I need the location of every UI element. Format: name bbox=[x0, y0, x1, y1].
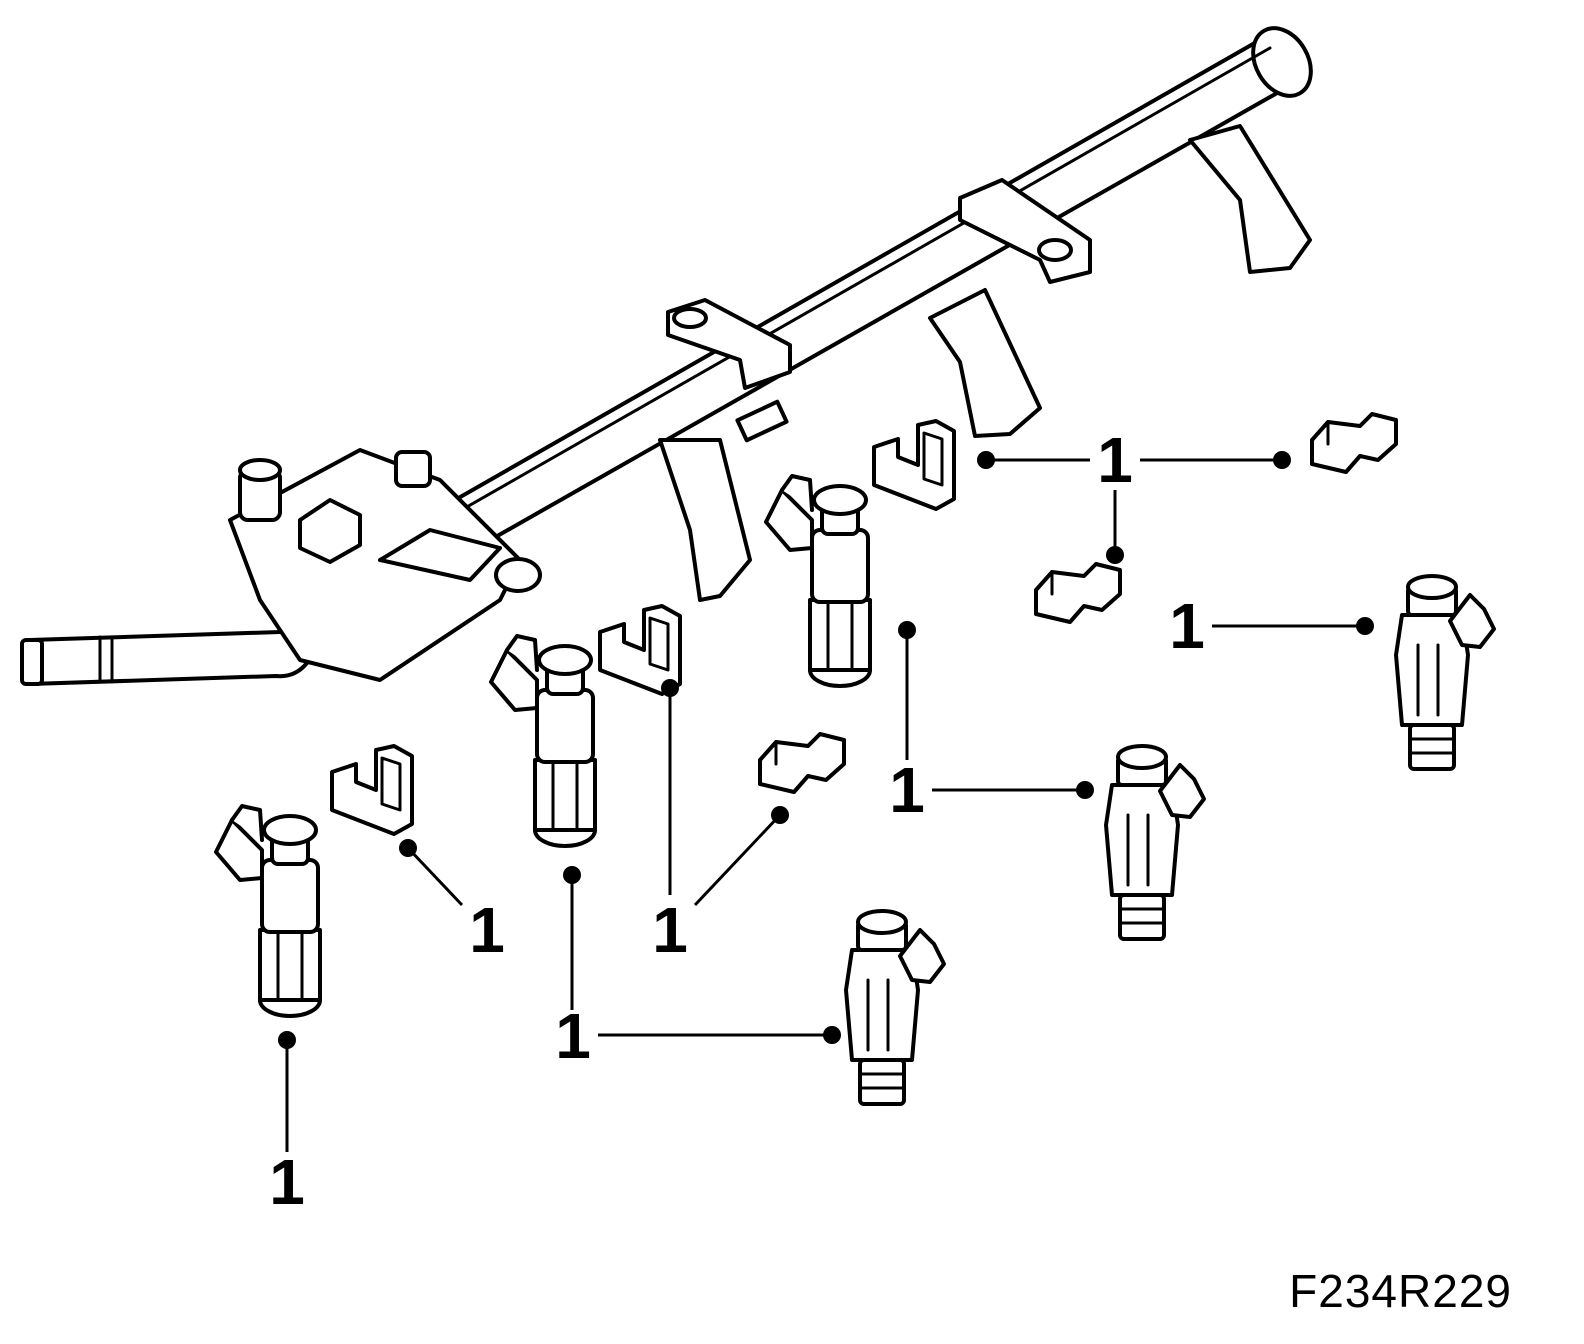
callout-label: 1 bbox=[555, 1000, 591, 1072]
fuel-injector bbox=[844, 909, 946, 1106]
figure-code: F234R229 bbox=[1289, 1265, 1512, 1317]
leader-lines bbox=[278, 451, 1374, 1152]
callout-label: 1 bbox=[1097, 424, 1133, 496]
fuel-injector bbox=[1104, 744, 1206, 941]
fuel-injector bbox=[1394, 574, 1496, 771]
callout-label: 1 bbox=[1169, 590, 1205, 662]
injector-boss bbox=[658, 124, 1312, 602]
retaining-clip bbox=[1310, 412, 1398, 474]
retaining-clip bbox=[330, 744, 414, 836]
fuel-injector bbox=[214, 804, 322, 1018]
retaining-clip bbox=[1034, 562, 1122, 624]
callout-label: 1 bbox=[652, 894, 688, 966]
callout-label: 1 bbox=[269, 1146, 305, 1218]
fuel-rail bbox=[418, 26, 1313, 562]
callout-label: 1 bbox=[469, 894, 505, 966]
mounting-bracket bbox=[666, 178, 1092, 390]
fuel-injector bbox=[764, 474, 872, 688]
pressure-regulator-assembly bbox=[20, 448, 542, 686]
retaining-clip bbox=[872, 419, 956, 511]
fuel-injector bbox=[489, 634, 597, 848]
callout-label: 1 bbox=[889, 754, 925, 826]
retaining-clip bbox=[758, 732, 846, 794]
